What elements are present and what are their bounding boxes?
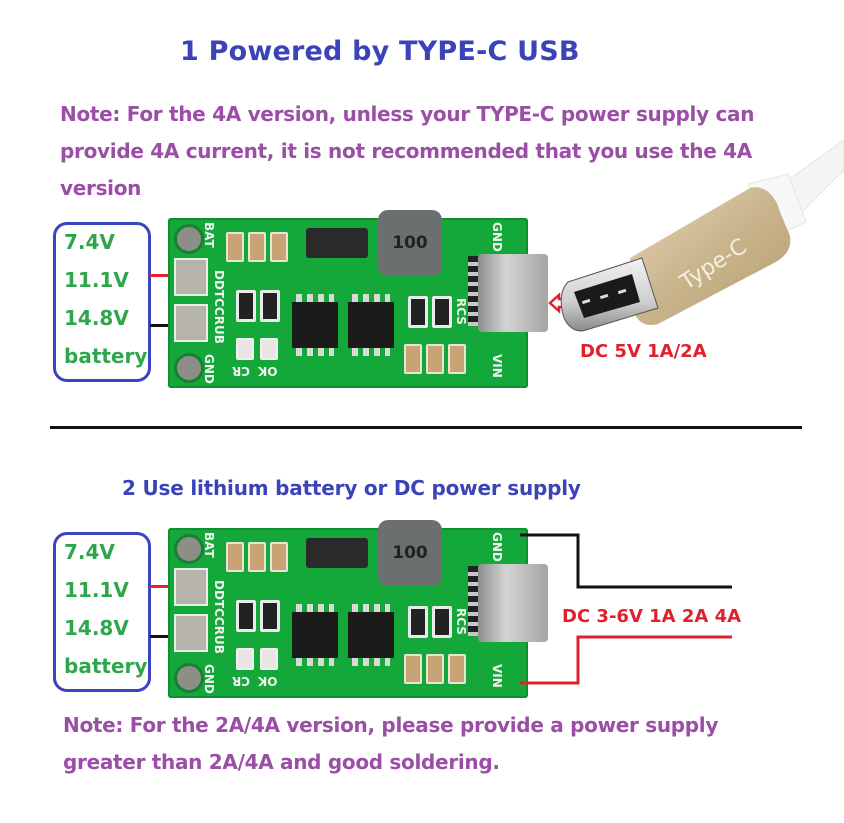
silk-vin: VIN: [490, 354, 504, 378]
silk-gnd: GND: [202, 664, 216, 694]
capacitor: [226, 542, 244, 572]
capacitor: [448, 344, 466, 374]
section-divider: [50, 426, 802, 429]
silk-ok: OK: [258, 674, 278, 688]
battery-label: battery: [64, 654, 148, 678]
silk-rcs: RCS: [454, 608, 468, 635]
bat-plus-pad: [174, 568, 208, 606]
capacitor: [404, 654, 422, 684]
bat-minus-pad: [174, 304, 208, 342]
battery-voltage-box: 7.4V 11.1V 14.8V battery: [53, 222, 151, 382]
led-cr: [236, 648, 254, 670]
dc-supply-wires: [520, 533, 732, 685]
mount-hole: [174, 534, 204, 564]
sense-resistor: [432, 296, 452, 328]
usbc-port: [478, 564, 548, 642]
note-line: Note: For the 4A version, unless your TY…: [60, 102, 755, 126]
section1-note: Note: For the 4A version, unless your TY…: [60, 96, 754, 207]
silk-gnd: GND: [202, 354, 216, 384]
led-ok: [260, 648, 278, 670]
section1-input-label: DC 5V 1A/2A: [580, 341, 707, 362]
capacitor: [226, 232, 244, 262]
sense-resistor: [408, 296, 428, 328]
pcb-board-1: BAT DDTCCRUB GND 100 CR OK RCS GND VIN: [168, 210, 548, 388]
sense-resistor: [432, 606, 452, 638]
resistor: [236, 290, 256, 322]
bat-plus-pad: [174, 258, 208, 296]
voltage-11v1: 11.1V: [64, 268, 129, 292]
led-ok: [260, 338, 278, 360]
capacitor: [426, 654, 444, 684]
led-cr: [236, 338, 254, 360]
resistor: [236, 600, 256, 632]
battery-label: battery: [64, 344, 148, 368]
usbc-pins: [468, 566, 480, 636]
sense-resistor: [408, 606, 428, 638]
usb-type-c-cable: Type-C: [560, 140, 844, 332]
ic-chip: [348, 604, 394, 666]
inductor: 100: [378, 210, 442, 276]
capacitor: [270, 542, 288, 572]
section2-title: 2 Use lithium battery or DC power supply: [122, 476, 581, 500]
mount-hole: [174, 353, 204, 383]
pcb-board-2: BAT DDTCCRUB GND 100 CR OK RCS GND VIN: [168, 520, 548, 698]
silk-ddtccrub: DDTCCRUB: [212, 270, 226, 344]
voltage-14v8: 14.8V: [64, 306, 129, 330]
schottky-diode: [306, 538, 368, 568]
section2-input-label: DC 3-6V 1A 2A 4A: [562, 606, 742, 627]
note-line: greater than 2A/4A and good soldering.: [63, 750, 500, 774]
ic-chip: [292, 604, 338, 666]
silk-bat: BAT: [202, 532, 216, 558]
silk-cr: CR: [232, 364, 251, 378]
ic-chip: [348, 294, 394, 356]
silk-ddtccrub: DDTCCRUB: [212, 580, 226, 654]
silk-cr: CR: [232, 674, 251, 688]
capacitor: [448, 654, 466, 684]
resistor: [260, 600, 280, 632]
resistor: [260, 290, 280, 322]
voltage-11v1: 11.1V: [64, 578, 129, 602]
silk-ok: OK: [258, 364, 278, 378]
capacitor: [426, 344, 444, 374]
mount-hole: [174, 224, 204, 254]
note-line: version: [60, 176, 142, 200]
mount-hole: [174, 663, 204, 693]
bat-minus-pad: [174, 614, 208, 652]
usbc-port[interactable]: [478, 254, 548, 332]
note-line: provide 4A current, it is not recommende…: [60, 139, 752, 163]
section1-title: 1 Powered by TYPE-C USB: [180, 36, 580, 67]
voltage-7v4: 7.4V: [64, 230, 115, 254]
silk-bat: BAT: [202, 222, 216, 248]
schottky-diode: [306, 228, 368, 258]
silk-rcs: RCS: [454, 298, 468, 325]
usbc-pins: [468, 256, 480, 326]
ic-chip: [292, 294, 338, 356]
battery-voltage-box: 7.4V 11.1V 14.8V battery: [53, 532, 151, 692]
capacitor: [404, 344, 422, 374]
voltage-14v8: 14.8V: [64, 616, 129, 640]
capacitor: [248, 232, 266, 262]
voltage-7v4: 7.4V: [64, 540, 115, 564]
capacitor: [270, 232, 288, 262]
section2-note: Note: For the 2A/4A version, please prov…: [63, 707, 718, 781]
silk-vin: VIN: [490, 664, 504, 688]
capacitor: [248, 542, 266, 572]
silk-gnd-right: GND: [490, 222, 504, 252]
inductor: 100: [378, 520, 442, 586]
note-line: Note: For the 2A/4A version, please prov…: [63, 713, 719, 737]
silk-gnd-right: GND: [490, 532, 504, 562]
